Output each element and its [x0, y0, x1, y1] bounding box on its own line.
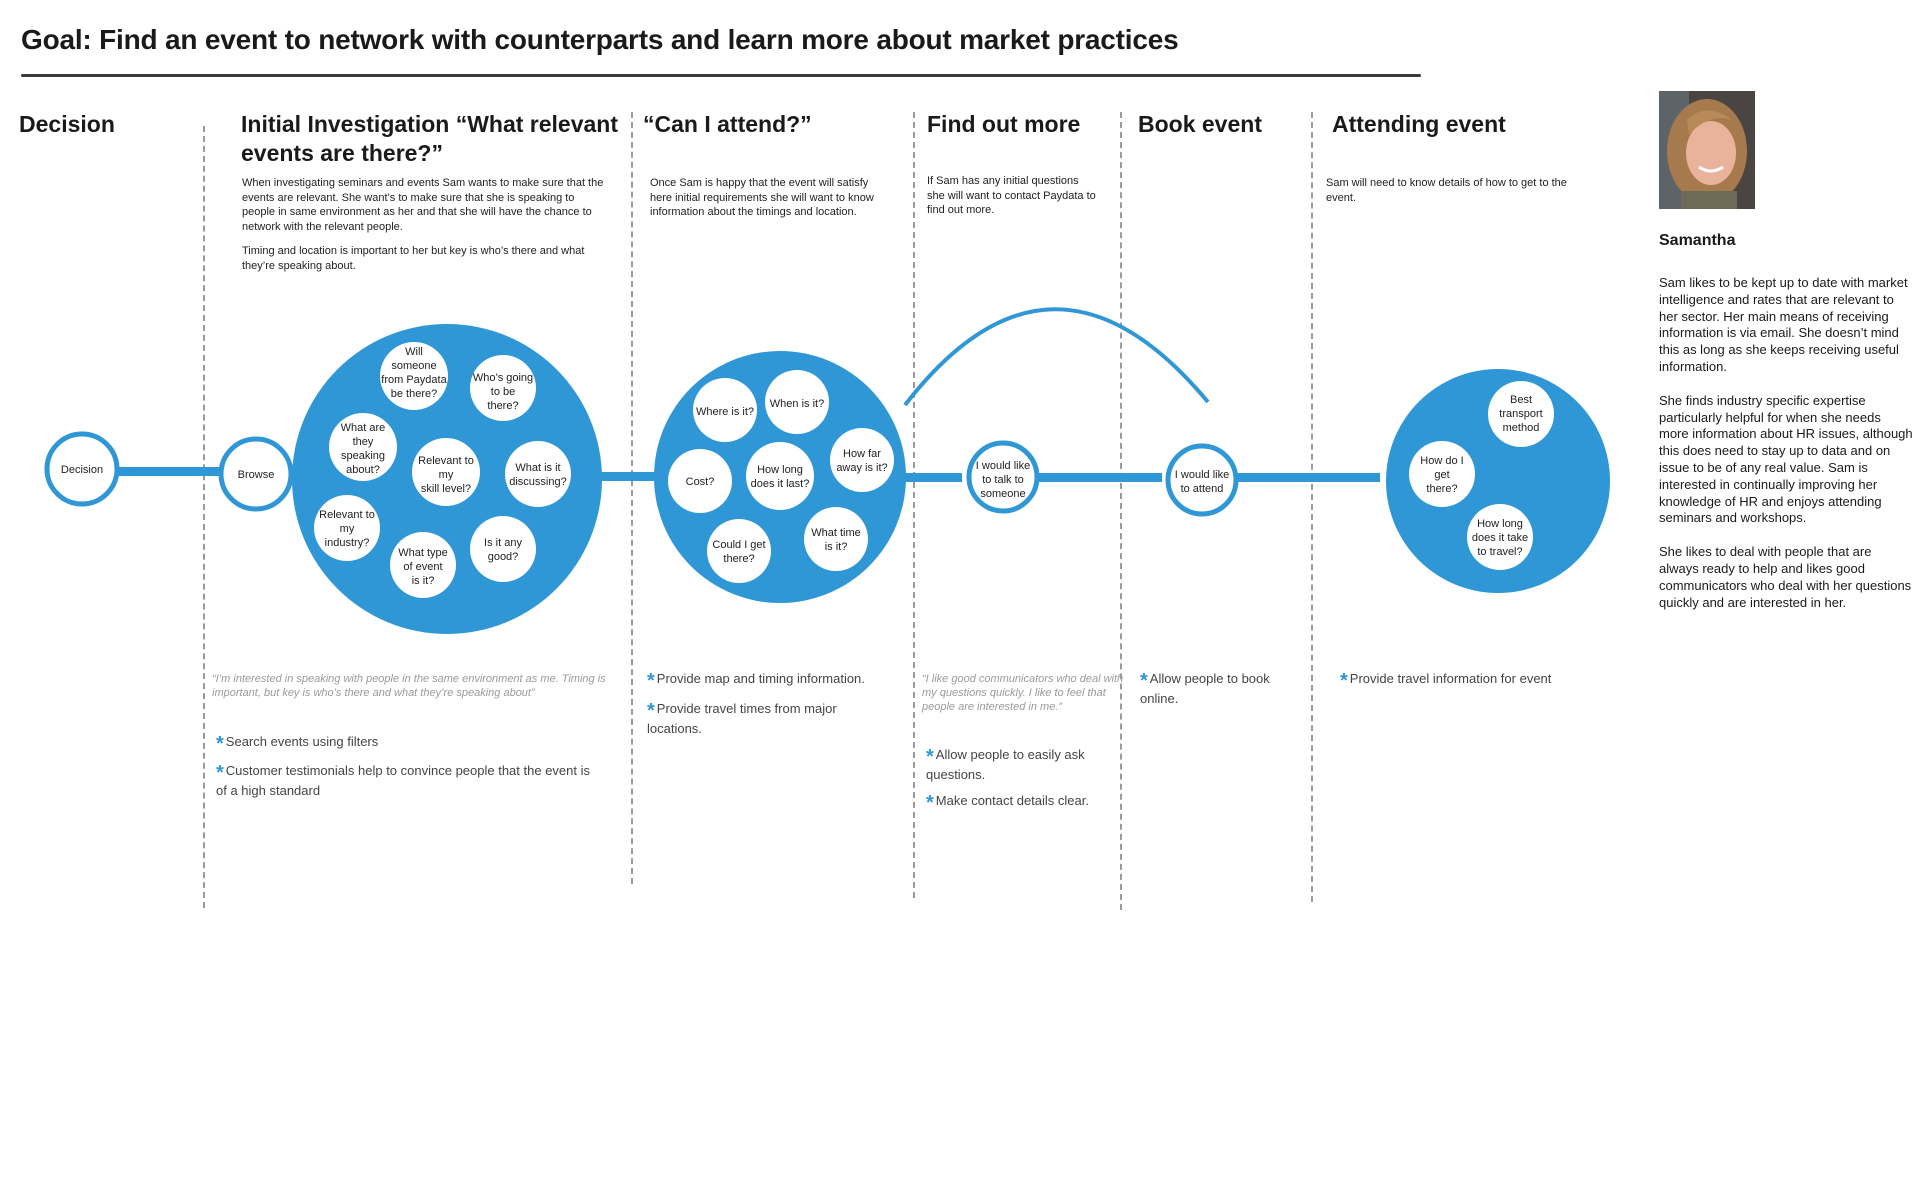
- avatar-icon: [1659, 91, 1755, 209]
- goal-underline: [21, 74, 1421, 77]
- flow-connector: [1230, 473, 1380, 482]
- browse-node: Browse: [218, 436, 294, 512]
- recommendation-item: *Provide travel times from major locatio…: [647, 700, 837, 736]
- stage-divider: [203, 126, 205, 908]
- flow-connector: [595, 472, 655, 481]
- persona-paragraph: Sam likes to be kept up to date with mar…: [1659, 275, 1908, 374]
- recommendation-item: *Provide travel information for event: [1340, 670, 1552, 692]
- stage-description-find-out-more: If Sam has any initial questions she wil…: [927, 175, 1096, 216]
- stage-description-attending-event: Sam will need to know details of how to …: [1326, 177, 1567, 204]
- question-bubble: Cost?: [668, 449, 732, 513]
- goal-title: Goal: Find an event to network with coun…: [21, 24, 1179, 55]
- recommendation-item: *Search events using filters: [216, 733, 379, 755]
- recommendation-item: *Allow people to easily ask questions.: [926, 746, 1085, 782]
- flow-connector: [1032, 473, 1162, 482]
- decision-node: Decision: [44, 431, 120, 507]
- asterisk-bullet-icon: *: [647, 700, 655, 722]
- browse-node-label: Browse: [238, 469, 275, 481]
- description-paragraph: When investigating seminars and events S…: [242, 177, 604, 233]
- persona-paragraph: She likes to deal with people that are a…: [1659, 544, 1912, 610]
- stage-title-decision: Decision: [19, 111, 115, 137]
- stage-title-investigation: Initial Investigation “What relevant eve…: [241, 111, 619, 166]
- customer-quote-investigation: “I’m interested in speaking with people …: [212, 673, 606, 699]
- stage-divider: [913, 112, 915, 898]
- customer-quote-find-out-more: “I like good communicators who deal with…: [922, 673, 1124, 713]
- recommendation-item: *Customer testimonials help to convince …: [216, 762, 590, 798]
- stage-title-attending-event: Attending event: [1332, 111, 1506, 137]
- stage-divider: [631, 112, 633, 884]
- stage-divider: [1120, 112, 1122, 910]
- persona-name: Samantha: [1659, 232, 1736, 249]
- loop-back-arc: [903, 307, 1210, 407]
- attending-cluster: [1386, 369, 1610, 593]
- asterisk-bullet-icon: *: [1140, 670, 1148, 692]
- asterisk-bullet-icon: *: [926, 792, 934, 814]
- description-paragraph: Timing and location is important to her …: [242, 245, 585, 272]
- question-bubble: Where is it?: [693, 378, 757, 442]
- flow-connector: [902, 473, 962, 482]
- question-bubble: When is it?: [765, 370, 829, 434]
- question-bubble-text: When is it?: [770, 398, 824, 410]
- question-bubble-text: Where is it?: [696, 406, 754, 418]
- asterisk-bullet-icon: *: [1340, 670, 1348, 692]
- asterisk-bullet-icon: *: [216, 733, 224, 755]
- recommendation-item: *Allow people to book online.: [1140, 670, 1270, 706]
- stage-description-can-attend: Once Sam is happy that the event will sa…: [650, 177, 874, 218]
- persona-description: Sam likes to be kept up to date with mar…: [1659, 275, 1914, 628]
- asterisk-bullet-icon: *: [926, 746, 934, 768]
- stage-title-find-out-more: Find out more: [927, 111, 1081, 137]
- stage-title-book-event: Book event: [1138, 111, 1262, 137]
- recommendation-item: *Provide map and timing information.: [647, 670, 865, 692]
- decision-node-label: Decision: [61, 464, 103, 476]
- recommendation-item: *Make contact details clear.: [926, 792, 1089, 814]
- stage-description-investigation: When investigating seminars and events S…: [242, 176, 607, 273]
- asterisk-bullet-icon: *: [647, 670, 655, 692]
- persona-paragraph: She finds industry specific expertise pa…: [1659, 392, 1913, 526]
- persona-photo: [1659, 91, 1755, 209]
- question-bubble-text: Cost?: [686, 476, 715, 488]
- flow-connector: [115, 467, 225, 476]
- stage-divider: [1311, 112, 1313, 902]
- asterisk-bullet-icon: *: [216, 762, 224, 784]
- stage-title-can-attend: “Can I attend?”: [643, 111, 812, 137]
